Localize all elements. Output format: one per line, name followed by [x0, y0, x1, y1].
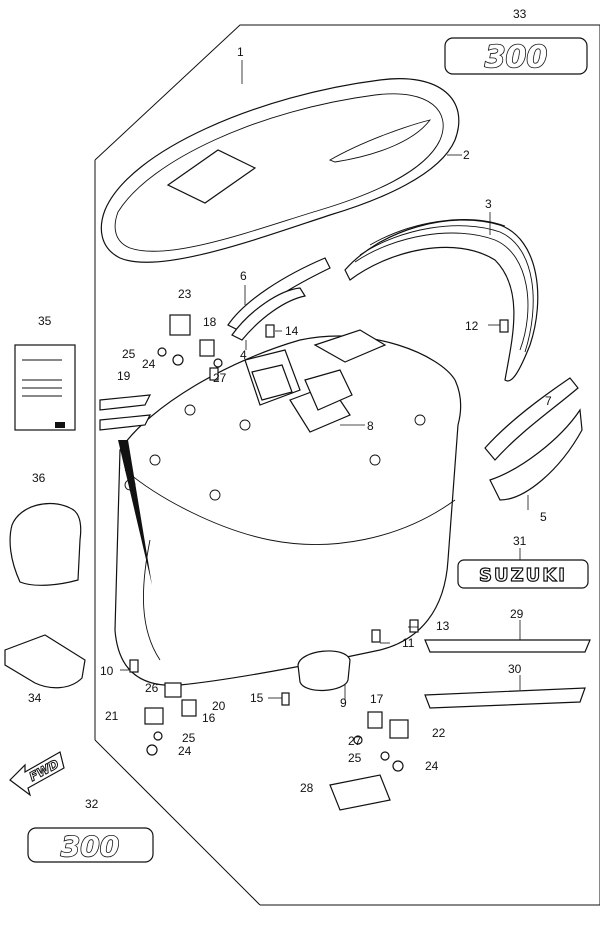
callout-36: 36 — [32, 471, 46, 485]
main-cover-body — [114, 329, 462, 686]
callout-17: 17 — [370, 692, 384, 706]
callout-7: 7 — [545, 394, 552, 408]
callout-24-c: 24 — [425, 759, 439, 773]
callout-9: 9 — [340, 696, 347, 710]
fwd-arrow-icon: FWD — [9, 751, 65, 797]
callout-22: 22 — [432, 726, 446, 740]
badge-top-text: 300 — [485, 40, 548, 75]
callout-10: 10 — [100, 664, 114, 678]
model-badge-bottom: 300 — [27, 827, 154, 864]
rear-trim-rails — [344, 219, 539, 382]
callout-16: 16 — [202, 711, 216, 725]
callout-24: 24 — [142, 357, 156, 371]
callout-24-b: 24 — [178, 744, 192, 758]
callout-27: 27 — [213, 371, 227, 385]
callout-28: 28 — [300, 781, 314, 795]
callout-5: 5 — [540, 510, 547, 524]
callout-25-b: 25 — [182, 731, 196, 745]
callout-32: 32 — [85, 797, 99, 811]
callout-6: 6 — [240, 269, 247, 283]
cover-bag-icon — [9, 502, 82, 586]
callout-33: 33 — [513, 7, 527, 21]
callout-20: 20 — [212, 699, 226, 713]
callout-21: 21 — [105, 709, 119, 723]
callout-19: 19 — [117, 369, 131, 383]
callout-23: 23 — [178, 287, 192, 301]
callout-31: 31 — [513, 534, 527, 548]
callout-11: 11 — [402, 636, 415, 650]
callout-18: 18 — [203, 315, 217, 329]
suzuki-emblem: SUZUKI — [457, 559, 589, 589]
exploded-view-frame — [94, 24, 600, 161]
callout-14: 14 — [285, 324, 299, 338]
callout-2: 2 — [463, 148, 470, 162]
pouch-part — [4, 634, 86, 689]
callout-25-c: 25 — [348, 751, 362, 765]
suzuki-emblem-text: SUZUKI — [479, 565, 567, 586]
callout-1: 1 — [237, 45, 244, 59]
callout-12: 12 — [465, 319, 479, 333]
top-cover-panel — [100, 78, 460, 263]
emblem-decal-icon — [99, 394, 152, 585]
callout-35: 35 — [38, 314, 52, 328]
callout-26: 26 — [145, 681, 159, 695]
side-rail-right — [484, 377, 583, 501]
badge-bottom-text: 300 — [61, 830, 119, 863]
leader-lines — [120, 60, 529, 700]
callout-29: 29 — [510, 607, 524, 621]
manual-booklet-icon — [14, 344, 76, 431]
callout-labels: 1 2 3 4 5 6 7 8 9 10 11 12 13 14 15 16 1… — [28, 7, 552, 811]
callout-27-b: 27 — [348, 734, 362, 748]
callout-4: 4 — [240, 348, 247, 362]
grommet-part — [297, 650, 351, 692]
model-badge-top: 300 — [444, 37, 588, 76]
pad-part — [329, 774, 391, 811]
callout-8: 8 — [367, 419, 374, 433]
hardware-parts — [129, 314, 509, 772]
callout-34: 34 — [28, 691, 42, 705]
callout-15: 15 — [250, 691, 264, 705]
callout-3: 3 — [485, 197, 492, 211]
callout-13: 13 — [436, 619, 450, 633]
side-rail-left — [227, 257, 331, 341]
callout-30: 30 — [508, 662, 522, 676]
stripe-decal-lower — [424, 687, 586, 709]
stripe-decal-upper — [424, 639, 591, 653]
callout-25: 25 — [122, 347, 136, 361]
